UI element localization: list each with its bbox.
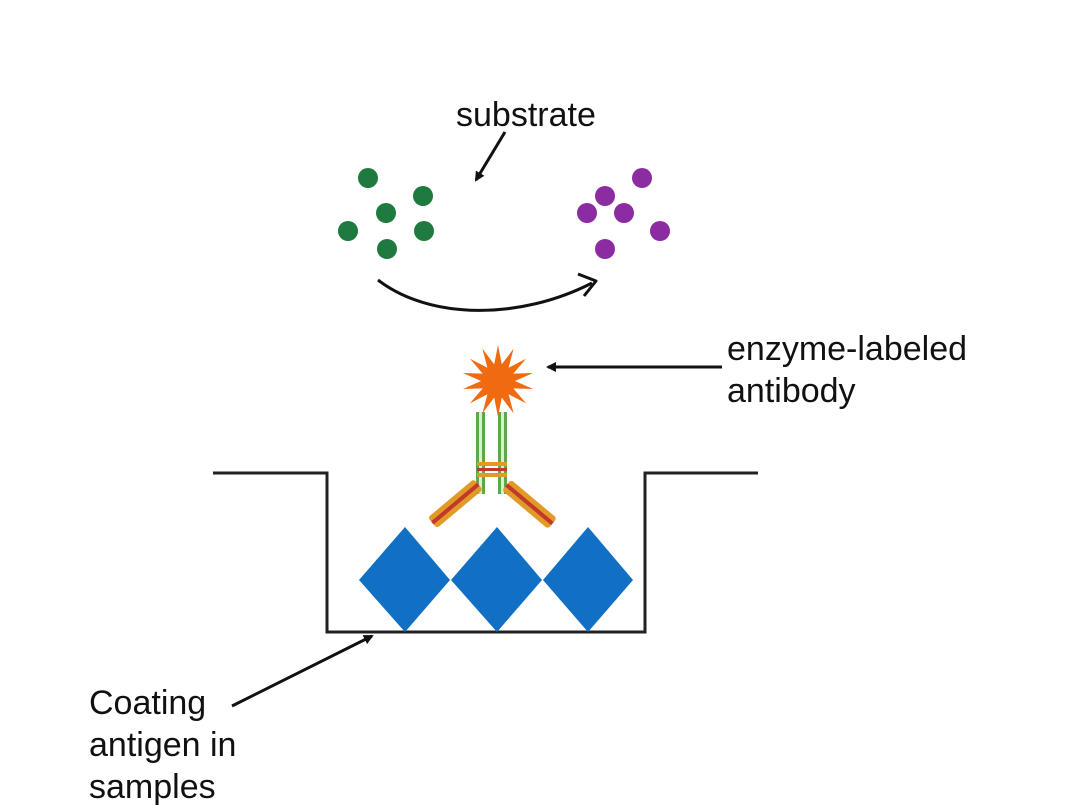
conversion-arrow <box>377 278 593 312</box>
substrate-molecule-green <box>358 168 378 188</box>
coating-antigen-label: Coating antigen in samples <box>89 682 236 808</box>
substrate-label: substrate <box>456 96 596 134</box>
coating-label-line-2: antigen in <box>89 726 237 764</box>
diamond-antigen-icon <box>359 527 450 632</box>
substrate-molecule-green <box>414 221 434 241</box>
substrate-molecule-green <box>413 186 433 206</box>
substrate-molecule-green <box>338 221 358 241</box>
product-molecule-purple <box>595 239 615 259</box>
microplate-well <box>213 471 758 634</box>
antigen-group <box>359 527 633 632</box>
product-molecule-purple <box>632 168 652 188</box>
coating-pointer-arrow <box>231 634 374 708</box>
starburst-enzyme-icon <box>462 345 534 417</box>
product-molecule-purple <box>614 203 634 223</box>
diamond-antigen-icon <box>543 527 633 632</box>
conversion-arrowhead <box>577 272 598 297</box>
coating-label-line-1: Coating <box>89 684 207 722</box>
enzyme-label-line-2: antibody <box>727 372 856 410</box>
product-molecule-purple <box>577 203 597 223</box>
enzyme-label-line-1: enzyme-labeled <box>727 330 968 368</box>
substrate-molecule-green <box>377 239 397 259</box>
substrate-purple-group <box>577 168 670 259</box>
substrate-molecule-green <box>376 203 396 223</box>
enzyme-labeled-antibody-label: enzyme-labeled antibody <box>727 328 967 412</box>
diamond-antigen-icon <box>451 527 542 632</box>
substrate-green-group <box>338 168 434 259</box>
substrate-pointer-arrow <box>474 131 507 182</box>
product-molecule-purple <box>650 221 670 241</box>
product-molecule-purple <box>595 186 615 206</box>
y-shaped-antibody-icon <box>429 412 556 528</box>
coating-label-line-3: samples <box>89 768 216 806</box>
